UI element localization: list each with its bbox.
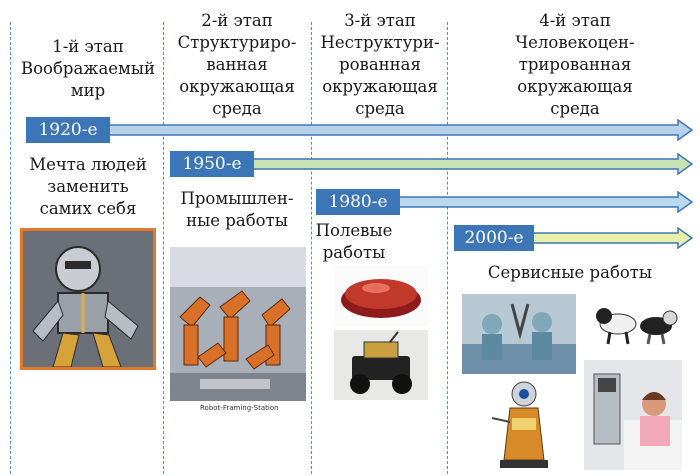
timeline-arrow-1920s xyxy=(90,119,694,141)
era-label-1980s: 1980-е xyxy=(316,189,400,215)
era-label-1950s: 1950-е xyxy=(170,151,254,177)
timeline-arrow-1980s xyxy=(385,191,694,213)
era-label-2000s: 2000-е xyxy=(454,225,534,251)
care-robot-image xyxy=(584,360,682,470)
stage-2-title: 2-й этап Структуриро- ванная окружающая … xyxy=(177,11,297,118)
timeline-arrow-1950s xyxy=(240,153,694,175)
service-robot-image xyxy=(486,378,558,470)
stage-4-title: 4-й этап Человекоцен- трированная окружа… xyxy=(515,11,635,118)
timeline-arrow-2000s xyxy=(520,227,694,249)
imaginary-robot-image xyxy=(20,228,156,370)
stage-1-title: 1-й этап Воображаемый мир xyxy=(20,37,156,100)
era-label-1920s: 1920-е xyxy=(26,117,110,143)
robot-vacuum-image xyxy=(334,266,428,326)
caption-service: Сервисные работы xyxy=(487,263,653,282)
surgical-robot-image xyxy=(462,294,576,374)
caption-dream: Мечта людей заменить самих себя xyxy=(29,155,147,218)
stage-divider-3 xyxy=(311,22,312,474)
industrial-robots-image xyxy=(170,247,306,401)
caption-field: Полевые работы xyxy=(315,221,393,262)
field-robot-image xyxy=(334,330,428,400)
robot-dog-image xyxy=(590,290,682,352)
stage-divider-4 xyxy=(447,22,448,474)
caption-industrial: Промышлен- ные работы xyxy=(180,189,294,230)
photo-caption: Robot-Framing-Station xyxy=(200,404,279,412)
stage-divider-1 xyxy=(10,22,11,474)
stage-divider-2 xyxy=(163,22,164,474)
stage-3-title: 3-й этап Неструктури- рованная окружающа… xyxy=(320,11,440,118)
